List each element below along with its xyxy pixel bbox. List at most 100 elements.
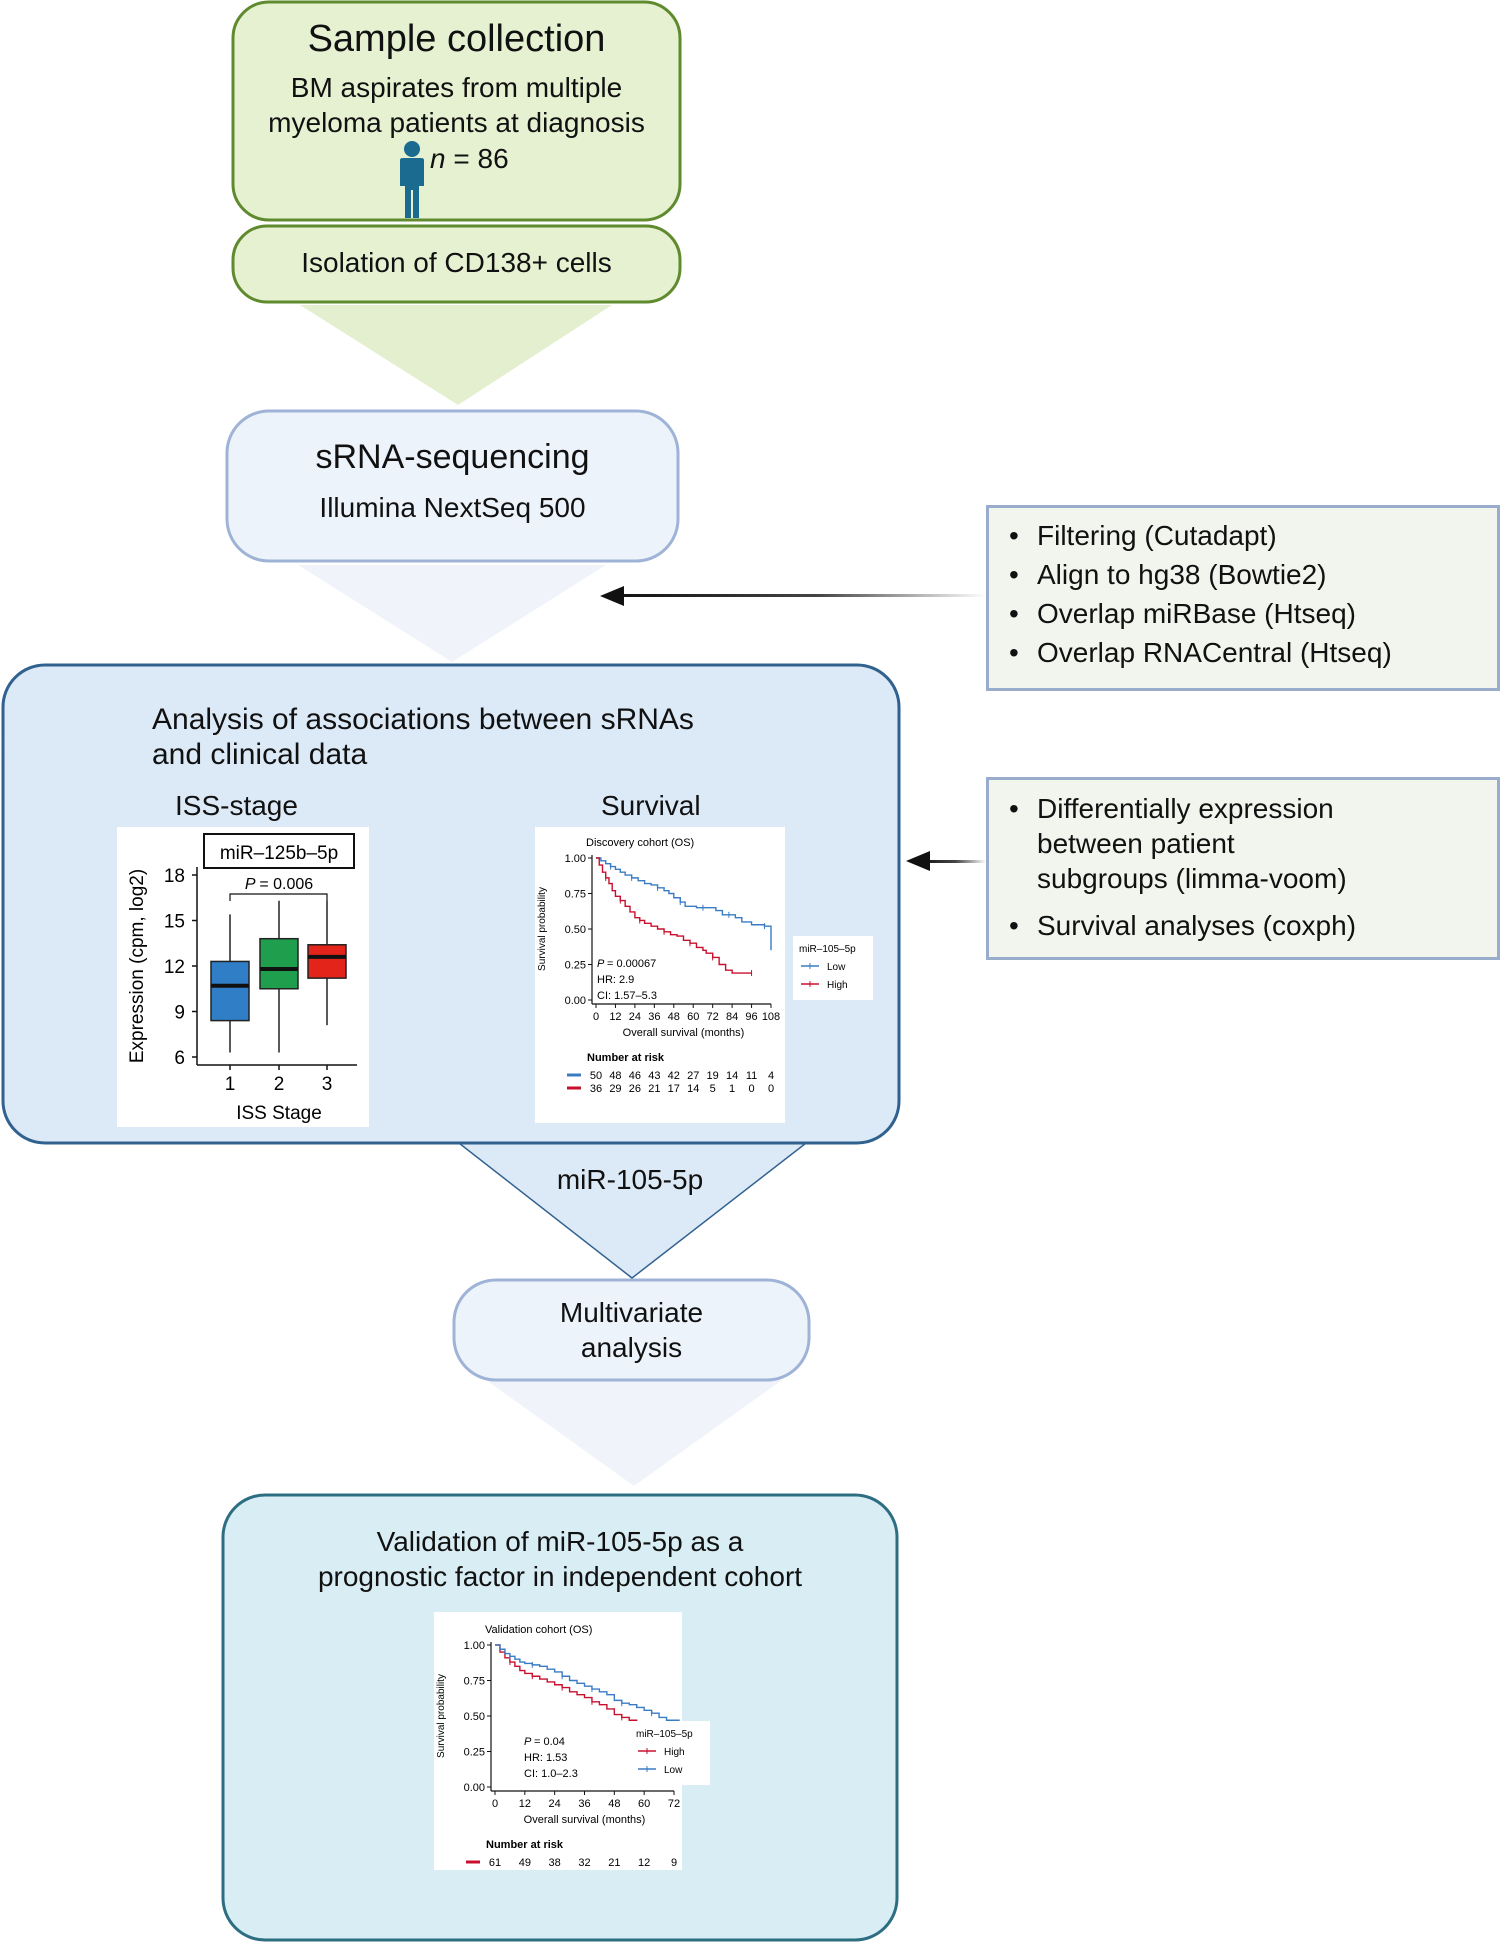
sequencing-box (225, 409, 680, 563)
km-confidence-interval: CI: 1.57–5.3 (597, 990, 657, 1002)
sequencing-title: sRNA-sequencing (315, 438, 590, 476)
km-x-tick-label: 36 (648, 1011, 660, 1023)
boxplot-x-label: ISS Stage (236, 1103, 322, 1124)
sample-size-label: n = 86 (430, 143, 509, 175)
funnel-seq-to-analysis (298, 565, 606, 662)
boxplot-box (307, 944, 347, 979)
km-x-tick-label: 12 (609, 1011, 621, 1023)
km-hazard-ratio: HR: 1.53 (524, 1752, 567, 1764)
multivariate-line1: Multivariate (559, 1297, 704, 1328)
km-risk-cell: 49 (519, 1857, 531, 1869)
boxplot-box (210, 960, 250, 1022)
km-risk-cell: 43 (648, 1070, 660, 1082)
km-y-tick-label: 0.25 (565, 960, 586, 972)
km-x-tick-label: 72 (707, 1011, 719, 1023)
boxplot-box (259, 937, 299, 990)
validation-km-chart: Validation cohort (OS)0.000.250.500.751.… (436, 1624, 710, 1869)
pipeline-item: Overlap RNACentral (Htseq) (1009, 633, 1497, 672)
km-x-tick-label: 60 (638, 1798, 650, 1810)
isolation-box (231, 224, 682, 304)
km-x-tick-label: 72 (668, 1798, 680, 1810)
sample-size-value: = 86 (453, 143, 509, 174)
km-x-tick-label: 60 (687, 1011, 699, 1023)
km-x-label: Overall survival (months) (524, 1814, 646, 1826)
km-curve-low (495, 1644, 680, 1724)
funnel-analysis-to-multivariate (452, 1139, 813, 1279)
km-x-tick-label: 96 (745, 1011, 757, 1023)
km-x-tick-label: 48 (668, 1011, 680, 1023)
km-risk-title: Number at risk (587, 1052, 665, 1064)
km-risk-cell: 1 (729, 1083, 735, 1095)
km-x-tick-label: 48 (608, 1798, 620, 1810)
km-risk-cell: 19 (707, 1070, 719, 1082)
km-x-tick-label: 36 (578, 1798, 590, 1810)
km-risk-title: Number at risk (486, 1839, 564, 1851)
stats-list: Differentially expression between patien… (1009, 791, 1497, 945)
boxplot-y-label: Expression (cpm, log2) (127, 869, 148, 1063)
boxplot-y-tick-label: 6 (174, 1048, 185, 1069)
km-y-tick-label: 0.00 (464, 1782, 485, 1794)
km-risk-cell: 11 (746, 1070, 757, 1082)
sample-collection-box (231, 0, 682, 222)
boxplot-x-tick-label: 1 (225, 1074, 236, 1095)
stats-item-de: Differentially expression between patien… (1009, 791, 1497, 896)
km-x-tick-label: 108 (762, 1011, 780, 1023)
sample-collection-line2: myeloma patients at diagnosis (268, 107, 645, 138)
boxplot-x-tick-label: 3 (322, 1074, 333, 1095)
sample-size-n: n (430, 143, 446, 174)
km-legend-title: miR–105–5p (799, 944, 856, 955)
boxplot-y-tick-label: 12 (164, 957, 185, 978)
funnel-sample-to-seq (300, 305, 612, 405)
km-legend-entry: High (827, 980, 848, 991)
km-legend-frame (630, 1721, 710, 1785)
km-y-label: Survival probability (436, 1674, 447, 1758)
km-curve-low (596, 857, 772, 951)
km-x-tick-label: 0 (492, 1798, 498, 1810)
km-legend-entry: Low (827, 962, 846, 973)
funnel-multivariate-to-validation (486, 1380, 782, 1486)
km-risk-cell: 12 (638, 1857, 650, 1869)
km-risk-cell: 42 (668, 1070, 680, 1082)
boxplot-x-tick-label: 2 (274, 1074, 285, 1095)
km-x-tick-label: 12 (519, 1798, 531, 1810)
km-risk-cell: 5 (710, 1083, 716, 1095)
km-risk-cell: 32 (578, 1857, 590, 1869)
km-x-tick-label: 24 (629, 1011, 641, 1023)
km-risk-cell: 4 (768, 1070, 774, 1082)
validation-title-line1: Validation of miR-105-5p as a (376, 1526, 744, 1557)
km-legend-frame (793, 936, 873, 1000)
km-risk-cell: 14 (726, 1070, 738, 1082)
stats-item-de-line1: Differentially expression (1037, 793, 1334, 824)
km-risk-cell: 17 (668, 1083, 680, 1095)
km-risk-cell: 50 (590, 1070, 602, 1082)
iss-heading: ISS-stage (175, 790, 298, 821)
boxplot-y-tick-label: 15 (164, 912, 185, 933)
km-legend-entry: High (664, 1747, 685, 1758)
km-risk-cell: 48 (609, 1070, 621, 1082)
boxplot-y-tick-label: 18 (164, 866, 185, 887)
km-x-tick-label: 84 (726, 1011, 738, 1023)
km-p-value: P = 0.04 (524, 1736, 565, 1748)
km-legend-title: miR–105–5p (636, 1729, 693, 1740)
km-risk-cell: 38 (549, 1857, 561, 1869)
km-x-tick-label: 0 (593, 1011, 599, 1023)
km-risk-cell: 46 (629, 1070, 641, 1082)
pipeline-item: Align to hg38 (Bowtie2) (1009, 555, 1497, 594)
arrow-label-mir105: miR-105-5p (556, 1164, 704, 1195)
km-x-tick-label: 24 (549, 1798, 561, 1810)
km-risk-cell: 36 (590, 1083, 602, 1095)
km-p-value: P = 0.00067 (597, 958, 656, 970)
km-title: Validation cohort (OS) (485, 1624, 592, 1636)
pipeline-list: Filtering (Cutadapt) Align to hg38 (Bowt… (1009, 516, 1497, 672)
stats-item-de-line2: between patient (1037, 828, 1235, 859)
boxplot-p-value: P = 0.006 (245, 876, 313, 893)
multivariate-box (452, 1278, 811, 1382)
km-risk-cell: 21 (608, 1857, 620, 1869)
stats-item-survival: Survival analyses (coxph) (1009, 906, 1497, 945)
km-risk-cell: 61 (489, 1857, 501, 1869)
multivariate-line2: analysis (580, 1332, 683, 1363)
sequencing-subtitle: Illumina NextSeq 500 (319, 492, 586, 523)
km-risk-cell: 26 (629, 1083, 641, 1095)
validation-title-line2: prognostic factor in independent cohort (317, 1561, 803, 1592)
